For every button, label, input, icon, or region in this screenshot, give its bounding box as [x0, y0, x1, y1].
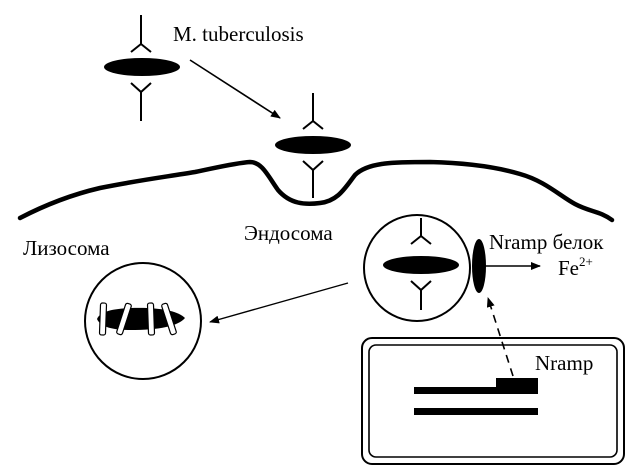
- bacterium-body: [275, 136, 351, 154]
- lysosome: [84, 262, 202, 380]
- endosome-membrane: [363, 214, 471, 322]
- antibody-top-icon: [410, 218, 432, 245]
- entry-arrow: [189, 59, 281, 119]
- bacterium-body: [104, 58, 180, 76]
- cell-membrane: [17, 159, 615, 223]
- endosome-label: Эндосома: [244, 221, 333, 245]
- nramp-gene-box: Nramp: [361, 337, 625, 465]
- outer-frame: [361, 337, 625, 465]
- nramp-protein-icon: [472, 239, 486, 293]
- dna-strand-bottom: [414, 408, 538, 415]
- iron-charge: 2+: [579, 254, 593, 269]
- antibody-top-icon: [302, 93, 324, 130]
- inner-frame: [368, 344, 618, 458]
- antibody-top-icon: [130, 15, 152, 53]
- lysosome-label: Лизосома: [23, 236, 110, 260]
- antibody-bottom-icon: [130, 82, 152, 121]
- antibody-bottom-icon: [302, 160, 324, 198]
- nramp-gene-block: [496, 378, 538, 394]
- nramp-protein-label: Nramp белок: [489, 230, 604, 254]
- nramp-gene-label: Nramp: [535, 351, 593, 375]
- antibody-bottom-icon: [410, 280, 432, 310]
- bacterium-body: [383, 256, 459, 274]
- iron-label: Fe2+: [558, 254, 593, 280]
- dna-strand-top: [414, 387, 538, 394]
- iron-symbol: Fe: [558, 256, 579, 280]
- bacterium-cuts: [98, 302, 177, 336]
- free-bacterium: [104, 15, 180, 121]
- endosome: [363, 214, 486, 322]
- entering-bacterium: [275, 93, 351, 198]
- fusion-arrow: [209, 282, 349, 324]
- lysosome-membrane: [84, 262, 202, 380]
- bacterium-label: M. tuberculosis: [173, 22, 304, 46]
